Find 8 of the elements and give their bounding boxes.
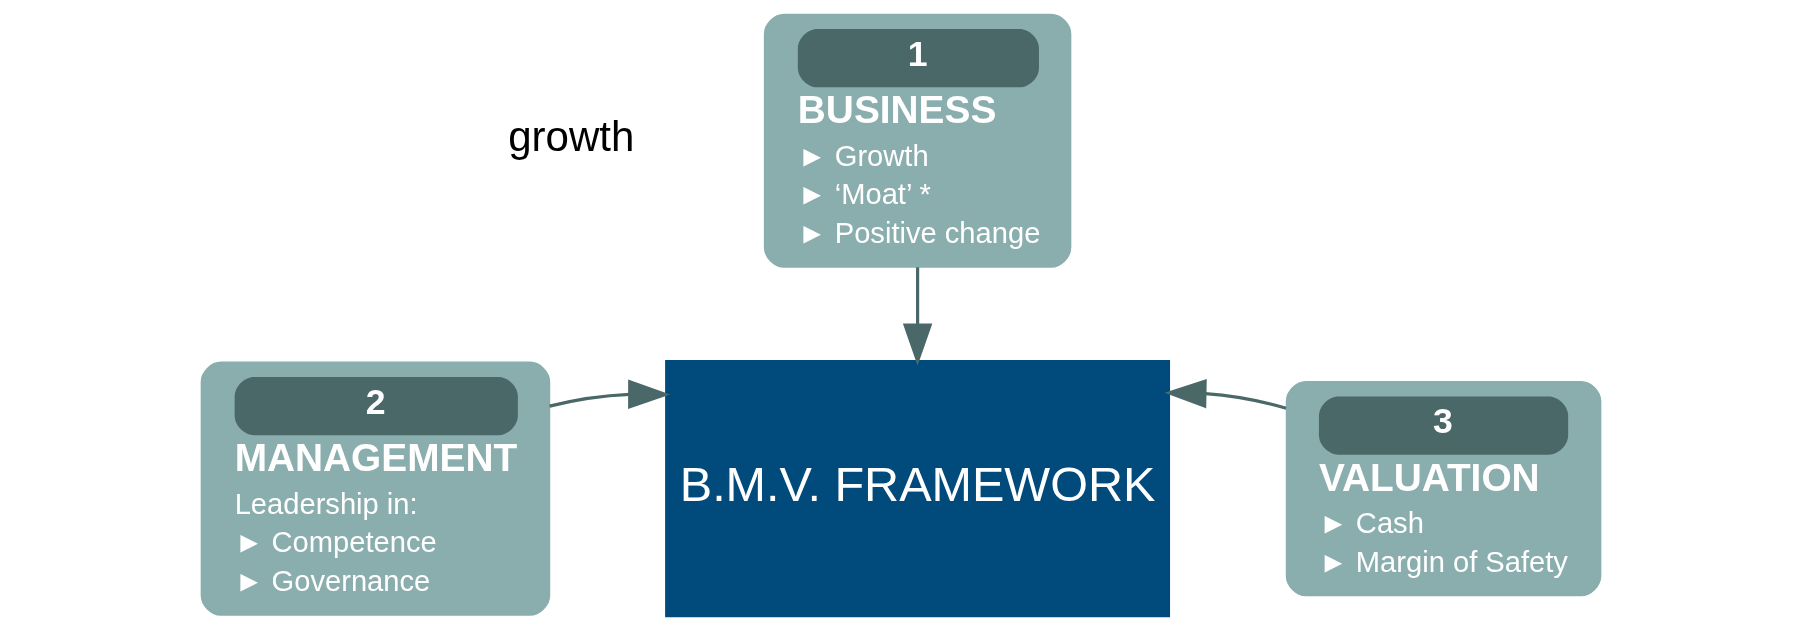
node-box: B.M.V. FRAMEWORK [665, 360, 1171, 618]
arrow [549, 379, 671, 410]
arrow [902, 267, 933, 366]
node-box: 1 BUSINESS ► Growth ► ‘Moat’ * ► Positive change [763, 13, 1072, 268]
label: growth [508, 112, 635, 160]
arrow [1164, 378, 1287, 410]
node-box: 2 MANAGEMENT Leadership in: ► Competence ► Governance [200, 361, 551, 616]
node-box: 3 VALUATION ► Cash ► Margin of Safety [1285, 381, 1602, 597]
